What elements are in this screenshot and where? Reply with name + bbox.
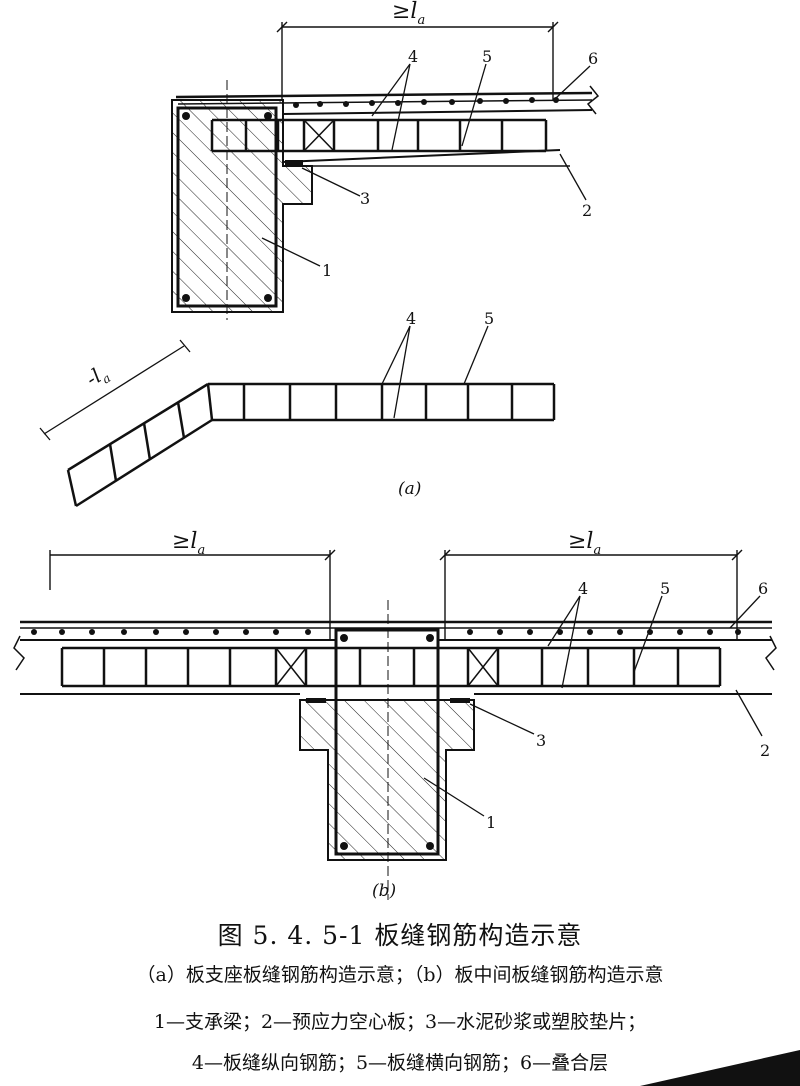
rebar-ladder-bent [66, 382, 556, 508]
figure-legend-line-1: 1—支承梁；2—预应力空心板；3—水泥砂浆或塑胶垫片； [153, 1011, 647, 1033]
pad-a [285, 160, 303, 165]
svg-text:5: 5 [484, 309, 494, 328]
pad-b-left [306, 698, 326, 703]
slab-a [175, 85, 600, 167]
rebar-ladder-b [60, 646, 722, 688]
leaders-a-bent [381, 325, 489, 419]
callouts-b: 4 5 6 2 3 1 [486, 579, 770, 832]
svg-text:2: 2 [582, 201, 592, 220]
svg-text:6: 6 [758, 579, 768, 598]
svg-text:3: 3 [360, 189, 370, 208]
figure-title: 图 5. 4. 5-1 板缝钢筋构造示意 [217, 921, 583, 950]
svg-text:5: 5 [660, 579, 670, 598]
dimension-la-top [276, 21, 559, 100]
dim-label-bent: -la [82, 360, 114, 394]
dimension-la-bent [39, 339, 191, 441]
scan-edge-artifact [640, 1050, 800, 1086]
figure-legend-line-2: 4—板缝纵向钢筋；5—板缝横向钢筋；6—叠合层 [191, 1052, 609, 1074]
dim-label-b-left: ≥la [172, 529, 205, 558]
figure-subtitle: （a）板支座板缝钢筋构造示意；（b）板中间板缝钢筋构造示意 [136, 964, 664, 986]
leaders-a [261, 63, 591, 267]
panel-label-b: (b) [372, 881, 396, 901]
svg-text:1: 1 [322, 261, 332, 280]
svg-text:6: 6 [588, 49, 598, 68]
callouts-a-bent: 4 5 [406, 309, 494, 328]
dimension-la-b [49, 549, 743, 640]
diagram-a-bent-ladder: -la 4 5 [39, 309, 556, 508]
diagram-b-middle: ≥la ≥la [13, 529, 777, 901]
leaders-b [423, 595, 763, 817]
slab-b [13, 620, 777, 695]
svg-text:4: 4 [406, 309, 416, 328]
dim-label-a: ≥la [392, 0, 425, 28]
callouts-a: 4 5 6 2 3 1 [322, 47, 598, 280]
support-beam-b [299, 600, 475, 900]
dim-label-b-right: ≥la [568, 529, 601, 558]
svg-text:1: 1 [486, 813, 496, 832]
svg-text:5: 5 [482, 47, 492, 66]
panel-label-a: (a) [398, 479, 421, 499]
diagram-a-support: ≥la [171, 0, 600, 320]
rebar-ladder-a-top [210, 118, 548, 153]
svg-text:4: 4 [408, 47, 418, 66]
svg-text:3: 3 [536, 731, 546, 750]
pad-b-right [450, 698, 470, 703]
support-beam [171, 80, 313, 320]
svg-text:2: 2 [760, 741, 770, 760]
svg-text:4: 4 [578, 579, 588, 598]
